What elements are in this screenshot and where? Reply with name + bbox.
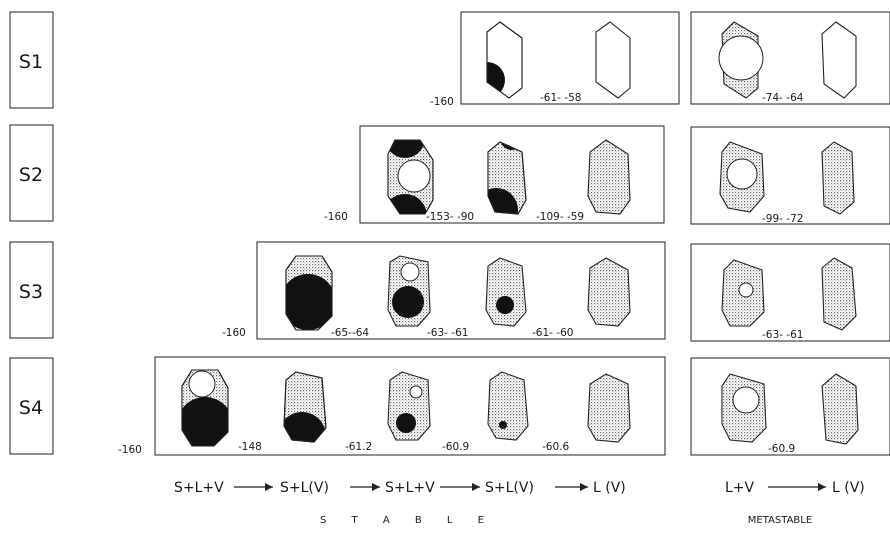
row-s4-temp-2: -61.2 <box>345 441 372 453</box>
arrow-head-icon <box>818 483 826 491</box>
row-s2-stable-panel: -160 -153- -90 -109- -59 <box>324 125 665 224</box>
vapor-bubble <box>732 386 760 414</box>
row-label-box-s3: S3 <box>9 241 54 339</box>
solid-phase <box>286 274 332 330</box>
stable-phase-4: S+L(V) <box>485 480 534 496</box>
inclusion-s4-2 <box>283 371 327 443</box>
row-label-s1: S1 <box>19 51 43 73</box>
row-label-box-s1: S1 <box>9 11 54 109</box>
vapor-bubble <box>400 262 420 282</box>
inclusion-s4-3 <box>387 371 431 441</box>
stable-phase-1: S+L+V <box>174 480 224 496</box>
row-s2-metastable-panel: -99- -72 <box>690 126 890 225</box>
stable-phase-sequence: S+L+V S+L(V) S+L+V S+L(V) L (V) <box>174 480 626 496</box>
stable-caption: S T A B L E <box>320 515 484 526</box>
inclusion-s3-meta-2 <box>821 257 857 331</box>
row-s3-temp-1: -65--64 <box>331 327 369 339</box>
solid-phase <box>388 140 425 158</box>
row-s1-meta-temp-1: -74- -64 <box>762 92 804 104</box>
row-s3-meta-temp-1: -63- -61 <box>762 329 803 341</box>
row-s1-metastable-panel: -74- -64 <box>690 11 890 105</box>
row-s4-temp-3: -60.9 <box>442 441 469 453</box>
row-s4-start-temp: -160 <box>118 444 142 456</box>
vapor-bubble <box>738 282 754 298</box>
row-s2-start-temp: -160 <box>324 211 348 223</box>
row-label-s3: S3 <box>19 281 43 303</box>
metastable-phase-2: L (V) <box>832 480 865 496</box>
row-s2-temp-2: -109- -59 <box>536 211 584 223</box>
inclusion-s4-meta-2 <box>821 373 859 445</box>
inclusion-s3-4 <box>587 257 631 327</box>
row-s1-temp-1: -61- -58 <box>540 92 581 104</box>
arrow-head-icon <box>265 483 273 491</box>
arrow-head-icon <box>472 483 480 491</box>
stable-phase-5: L (V) <box>593 480 626 496</box>
row-s1-start-temp: -160 <box>430 96 454 108</box>
inclusion-s1-1 <box>486 21 523 99</box>
inclusion-s2-meta-1 <box>719 141 765 213</box>
row-s2-temp-1: -153- -90 <box>426 211 474 223</box>
solid-phase <box>392 286 424 318</box>
row-s4-stable-panel: -160 -148 -61.2 -60.9 -60.6 <box>118 356 666 456</box>
row-label-box-s4: S4 <box>9 357 54 455</box>
metastable-phase-1: L+V <box>725 480 755 496</box>
solid-phase <box>182 397 228 446</box>
inclusion-s2-meta-2 <box>821 141 855 215</box>
row-s3-temp-2: -63- -61 <box>427 327 468 339</box>
vapor-bubble <box>726 158 758 190</box>
row-label-s4: S4 <box>19 397 43 419</box>
arrow-head-icon <box>580 483 588 491</box>
row-s4-temp-1: -148 <box>238 441 262 453</box>
row-s3-start-temp: -160 <box>222 327 246 339</box>
vapor-bubble <box>718 35 764 81</box>
inclusion-s1-meta-2 <box>821 21 857 99</box>
row-s4-metastable-panel: -60.9 <box>690 357 890 456</box>
row-label-s2: S2 <box>19 164 43 186</box>
solid-phase <box>396 413 416 433</box>
inclusion-s2-2 <box>487 141 527 215</box>
row-s4-meta-temp-1: -60.9 <box>768 443 795 455</box>
inclusion-s4-4 <box>487 371 529 441</box>
inclusion-s3-3 <box>485 257 527 327</box>
inclusion-s1-2 <box>595 21 631 99</box>
row-s4-temp-4: -60.6 <box>542 441 569 453</box>
solid-phase <box>388 194 427 214</box>
row-s2-meta-temp-1: -99- -72 <box>762 213 803 225</box>
solid-phase <box>499 421 507 429</box>
inclusion-s4-5 <box>587 373 631 443</box>
metastable-caption: METASTABLE <box>748 515 812 526</box>
vapor-bubble <box>397 159 431 193</box>
solid-phase <box>500 142 524 150</box>
arrow-head-icon <box>372 483 380 491</box>
inclusion-s2-3 <box>587 139 631 215</box>
row-s3-metastable-panel: -63- -61 <box>690 243 890 342</box>
row-s1-stable-panel: -160 -61- -58 <box>430 11 680 108</box>
stable-phase-3: S+L+V <box>385 480 435 496</box>
row-s3-stable-panel: -160 -65--64 -63- -61 -61- -60 <box>222 241 666 340</box>
inclusion-s3-2 <box>387 255 431 327</box>
inclusion-s4-meta-1 <box>721 373 767 443</box>
vapor-bubble <box>409 385 423 399</box>
row-s3-temp-3: -61- -60 <box>532 327 573 339</box>
inclusion-s3-meta-1 <box>721 259 765 327</box>
inclusion-s2-1 <box>387 139 434 215</box>
inclusion-s4-1 <box>181 369 229 447</box>
row-label-box-s2: S2 <box>9 124 54 222</box>
solid-phase <box>284 412 326 442</box>
stable-phase-2: S+L(V) <box>280 480 329 496</box>
vapor-bubble <box>188 370 216 398</box>
metastable-phase-sequence: L+V L (V) <box>725 480 865 496</box>
inclusion-s1-meta-1 <box>718 21 764 99</box>
solid-phase <box>488 188 518 214</box>
solid-phase <box>496 296 514 314</box>
inclusion-s3-1 <box>285 255 333 331</box>
